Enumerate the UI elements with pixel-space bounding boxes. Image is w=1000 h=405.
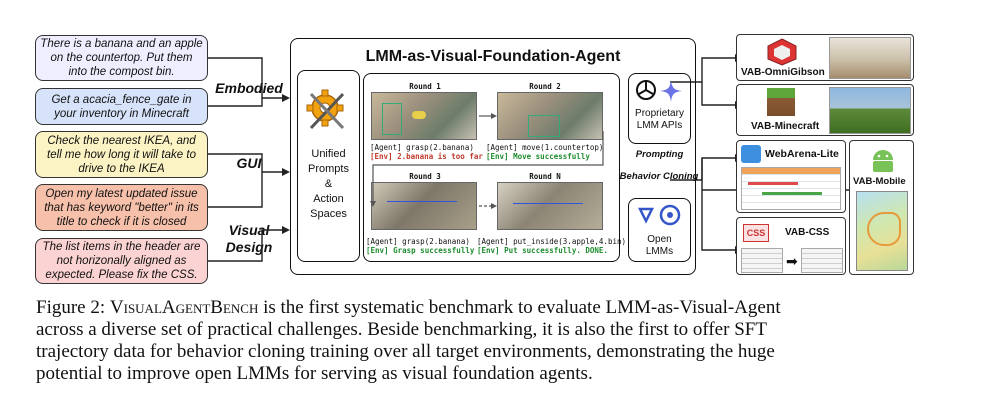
round-n-env: [Env] Put successfully. DONE. — [477, 246, 608, 255]
round-label: Round 3 — [409, 172, 441, 181]
round-3-agent: [Agent] grasp(2.banana) — [366, 237, 470, 246]
css-screenshot-before — [741, 248, 783, 273]
env-label: VAB-CSS — [785, 227, 830, 238]
arrow-right-icon: ➡ — [786, 253, 798, 269]
behavior-cloning-label: Behavior Cloning — [619, 171, 699, 182]
round-n-photo — [497, 182, 603, 230]
figure-caption: Figure 2: VisualAgentBench is the first … — [36, 297, 966, 385]
main-title: LMM-as-Visual-Foundation-Agent — [365, 48, 621, 65]
round-label: Round 1 — [409, 82, 441, 91]
task-embodied-minecraft: Get a acacia_fence_gate in your inventor… — [35, 88, 208, 125]
task-gui-issue: Open my latest updated issue that has ke… — [35, 184, 208, 231]
webarena-logo-icon — [741, 145, 761, 163]
round-2-agent: [Agent] move(1.countertop) — [486, 143, 604, 152]
task-visual-design: The list items in the header are not hor… — [35, 238, 208, 284]
round-2-env: [Env] Move successfully — [486, 152, 590, 161]
round-1-env: [Env] 2.banana is too far — [370, 152, 483, 161]
env-label: WebArena-Lite — [765, 148, 839, 160]
css-logo-icon: CSS — [743, 224, 769, 242]
category-embodied: Embodied — [215, 80, 283, 96]
round-label: Round N — [529, 172, 561, 181]
env-css: CSS VAB-CSS ➡ — [736, 217, 846, 275]
gemini-sparkle-icon — [660, 80, 682, 102]
env-label: VAB-OmniGibson — [741, 67, 825, 78]
benchmark-name: VisualAgentBench — [109, 297, 259, 318]
round-n-agent: [Agent] put_inside(3.apple,4.bin) — [477, 237, 627, 246]
round-3-photo — [371, 182, 477, 230]
caption-line: potential to improve open LMMs for servi… — [36, 363, 593, 384]
proprietary-lmm-box — [628, 73, 691, 144]
omnigibson-scene — [829, 37, 911, 79]
round-2-photo — [497, 92, 603, 140]
round-3-env: [Env] Grasp successfully — [366, 246, 475, 255]
round-1-agent: [Agent] grasp(2.banana) — [370, 143, 474, 152]
webarena-screenshot — [741, 167, 841, 210]
env-label: VAB-Mobile — [853, 176, 906, 187]
omnigibson-logo-icon — [767, 38, 797, 66]
task-text: Get a acacia_fence_gate in your inventor… — [51, 93, 192, 120]
open-lmm-box — [628, 198, 691, 262]
minecraft-scene — [829, 87, 911, 134]
gear-tools-icon — [306, 89, 345, 130]
android-icon — [873, 150, 893, 172]
main-agent-box — [290, 38, 696, 275]
open-lmm-icon — [638, 204, 681, 226]
round-arrows — [370, 113, 604, 209]
env-mobile: VAB-Mobile — [849, 140, 914, 275]
openai-icon — [636, 80, 656, 100]
unified-prompts-box — [297, 70, 360, 262]
task-text: The list items in the header are not hor… — [42, 241, 201, 281]
env-minecraft: VAB-Minecraft — [736, 84, 914, 136]
caption-line: Figure 2: VisualAgentBench is the first … — [36, 297, 781, 318]
task-embodied-omnigibson: There is a banana and an apple on the co… — [35, 35, 208, 81]
mobile-map-screenshot — [856, 191, 908, 271]
round-label: Round 2 — [529, 82, 561, 91]
task-text: Check the nearest IKEA, and tell me how … — [47, 134, 196, 175]
prompting-label: Prompting — [635, 149, 684, 160]
caption-line: trajectory data for behavior cloning tra… — [36, 341, 775, 362]
minecraft-grass-block-icon — [767, 88, 795, 116]
task-gui-map: Check the nearest IKEA, and tell me how … — [35, 131, 208, 178]
task-text: Open my latest updated issue that has ke… — [44, 187, 199, 228]
round-1-photo — [371, 92, 477, 140]
category-gui: GUI — [236, 155, 262, 171]
trajectory-box — [363, 73, 620, 262]
caption-line: across a diverse set of practical challe… — [36, 319, 767, 340]
env-omnigibson: VAB-OmniGibson — [736, 34, 914, 81]
env-label: VAB-Minecraft — [751, 121, 820, 132]
task-text: There is a banana and an apple on the co… — [40, 38, 203, 78]
env-webarena: WebArena-Lite — [736, 140, 846, 213]
css-screenshot-after — [801, 248, 843, 273]
